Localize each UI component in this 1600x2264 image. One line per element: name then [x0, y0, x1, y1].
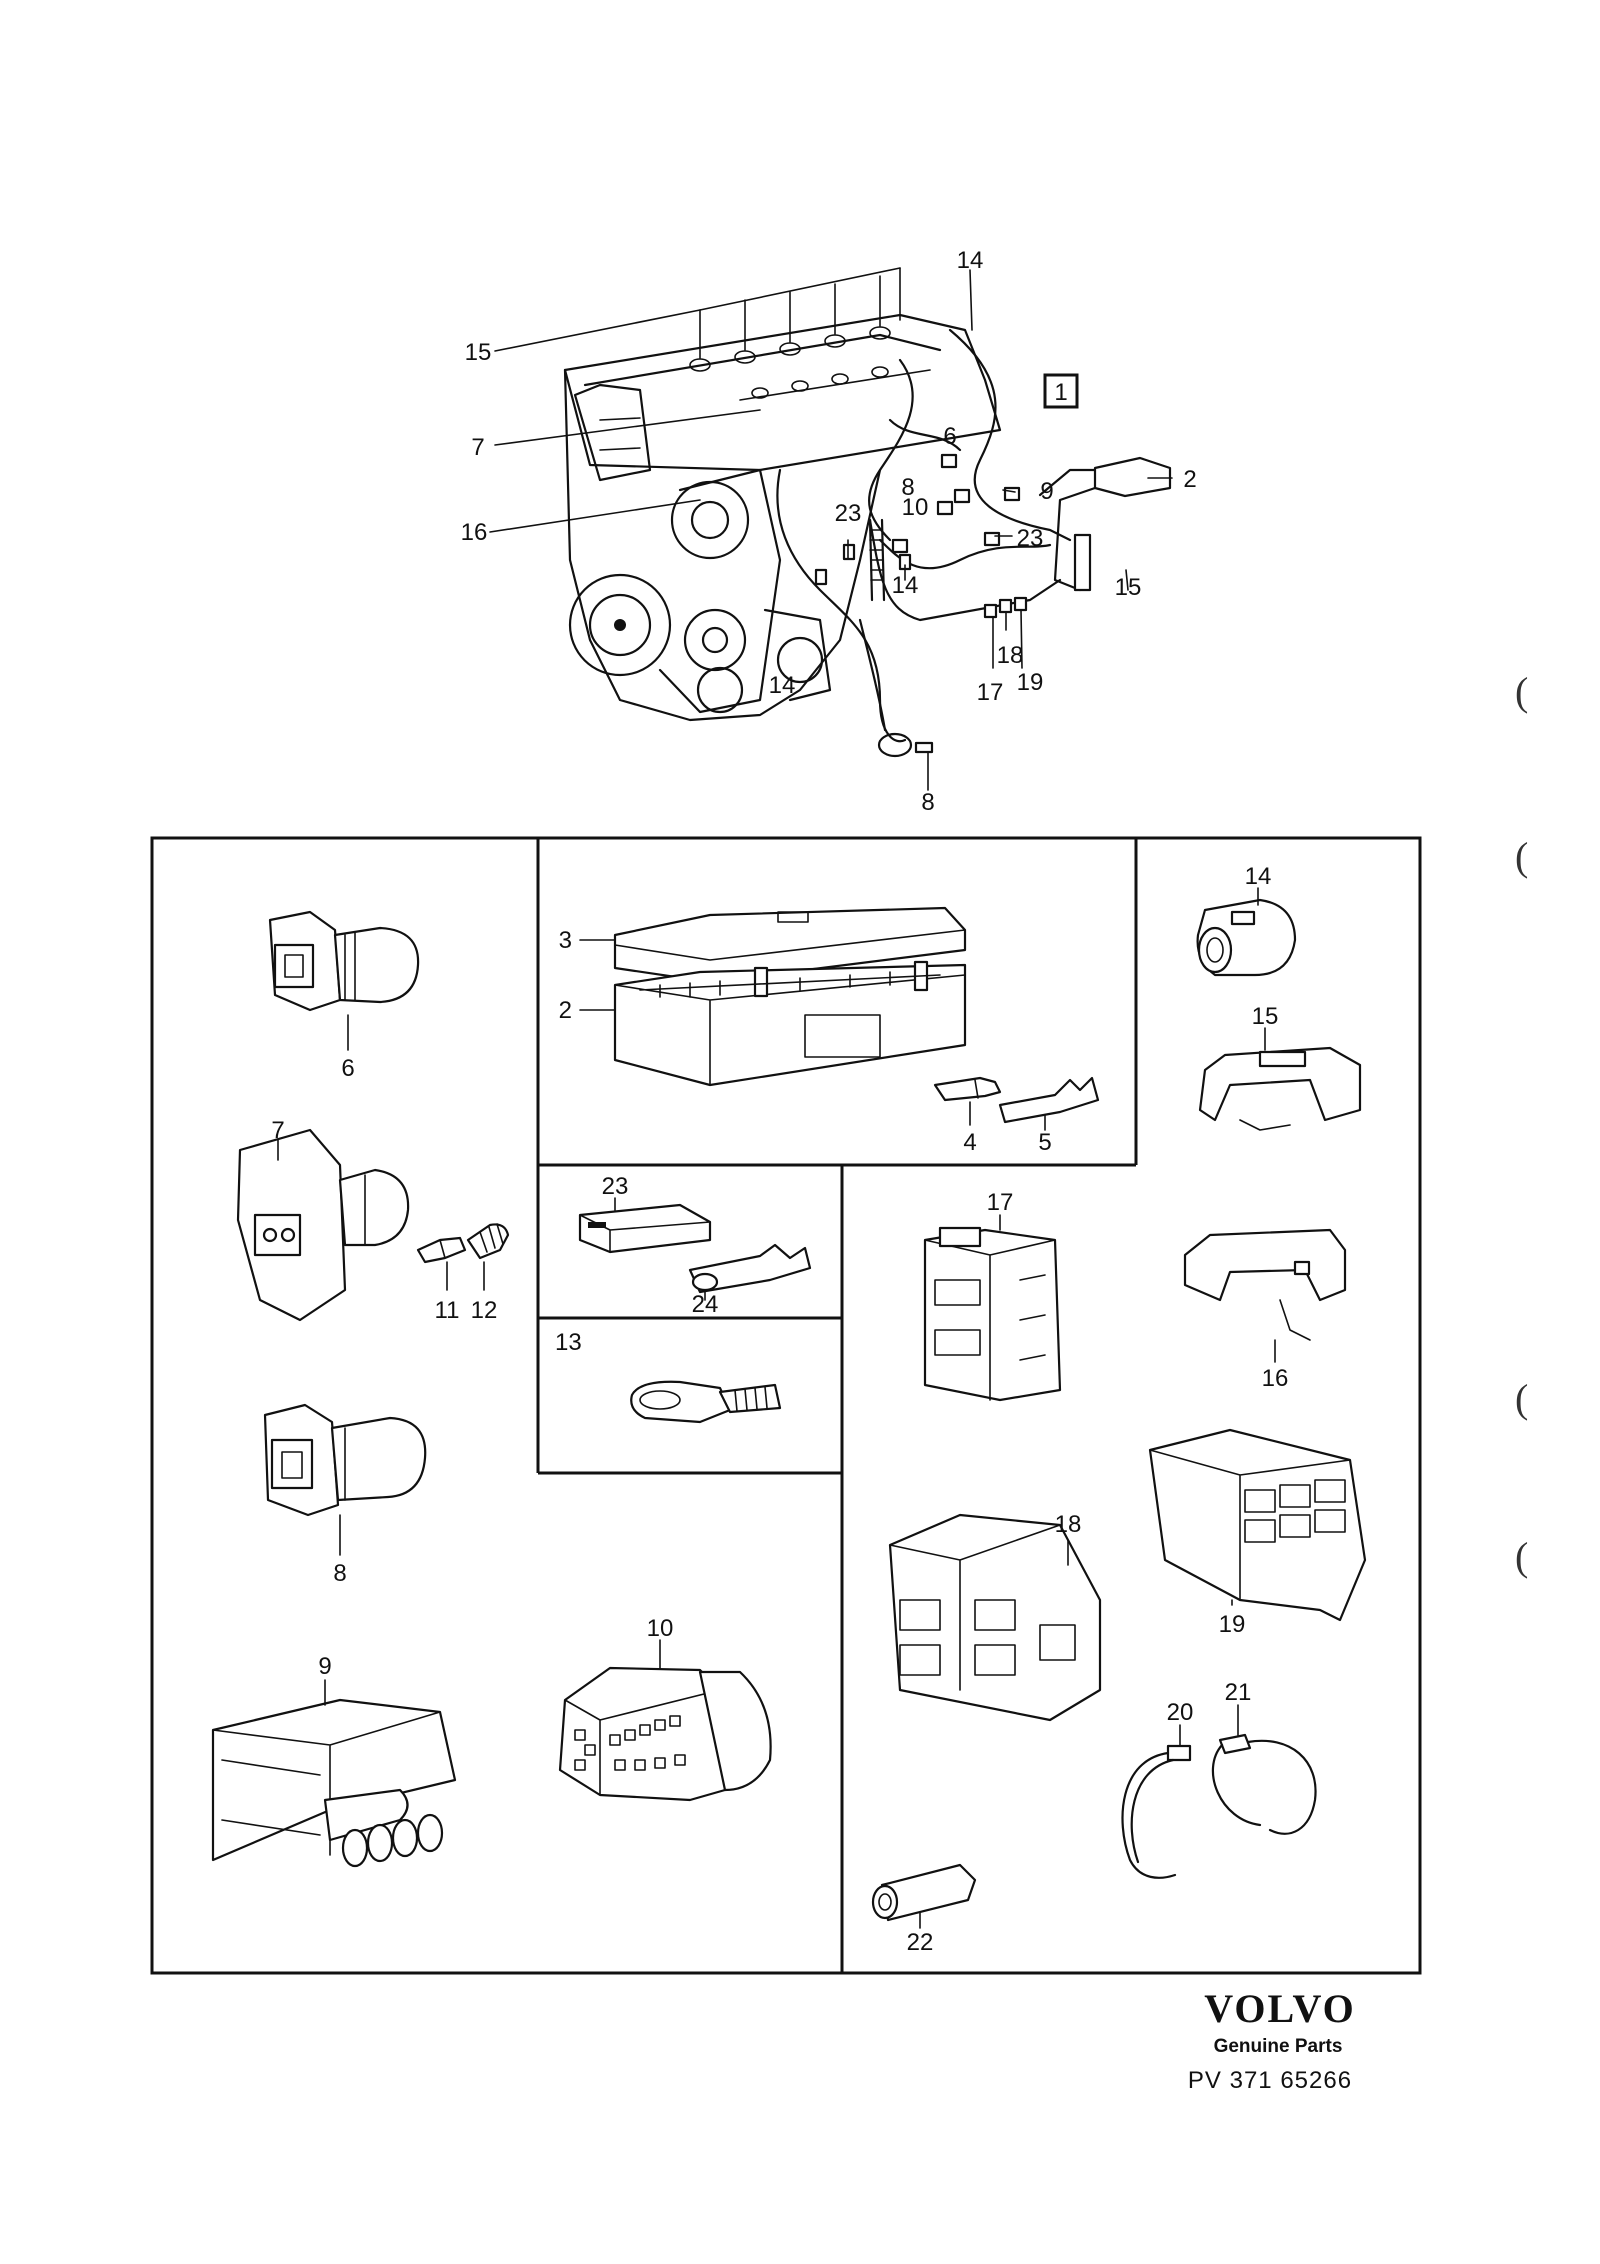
- margin-mark: (: [1515, 1534, 1528, 1579]
- label: 22: [907, 1929, 934, 1956]
- connector-19: [1148, 1428, 1367, 1622]
- fusebox-base-2: [579, 960, 967, 1087]
- label: 11: [435, 1297, 460, 1324]
- sensor-20: [1121, 1724, 1192, 1879]
- mid13-panel-parts: 13: [555, 1329, 782, 1424]
- callout: 14: [892, 572, 919, 599]
- sensor-21: [1211, 1704, 1317, 1835]
- callout: 2: [1183, 466, 1196, 493]
- connector-8: [263, 1403, 427, 1556]
- engine-assembly: 1 14 15 7 16 6 8 9 2 23 10 23 15 14 14 1…: [461, 247, 1197, 816]
- holder-17: [923, 1214, 1062, 1402]
- callout: 17: [977, 679, 1004, 706]
- callout: 8: [921, 789, 934, 816]
- holder-18: [888, 1513, 1102, 1722]
- label: 7: [271, 1117, 284, 1144]
- brand-subtitle: Genuine Parts: [1214, 2036, 1343, 2057]
- label: 23: [602, 1173, 629, 1200]
- label: 19: [1219, 1611, 1246, 1638]
- label: 21: [1225, 1679, 1252, 1706]
- label: 14: [1245, 863, 1272, 890]
- label: 2: [559, 997, 572, 1024]
- center-panel-parts: 3 2 4 5: [559, 906, 1100, 1156]
- label: 20: [1167, 1699, 1194, 1726]
- housing-23: [578, 1197, 712, 1254]
- engine-callouts: 14 15 7 16 6 8 9 2 23 10 23 15 14 14 17 …: [461, 247, 1197, 816]
- callout: 15: [465, 339, 492, 366]
- callout: 10: [902, 494, 929, 521]
- callout: 16: [461, 519, 488, 546]
- brand-logo: VOLVO: [1204, 1986, 1355, 2031]
- plug-13: [630, 1380, 782, 1424]
- cover-16: [1183, 1228, 1347, 1363]
- callout: 6: [943, 423, 956, 450]
- callout: 14: [957, 247, 984, 274]
- fusebox-cover-3: [579, 906, 967, 984]
- margin-mark: (: [1515, 834, 1528, 879]
- section-number: 1: [1054, 379, 1067, 406]
- part-number: PV 371 65266: [1188, 2067, 1352, 2094]
- label: 15: [1252, 1003, 1279, 1030]
- brand-block: VOLVO Genuine Parts PV 371 65266: [1188, 1986, 1355, 2094]
- section-number-box: [1043, 373, 1079, 409]
- label: 12: [471, 1297, 498, 1324]
- label: 13: [555, 1329, 582, 1356]
- label: 16: [1262, 1365, 1289, 1392]
- label: 8: [333, 1560, 346, 1587]
- connector-14: [1196, 887, 1297, 977]
- label: 18: [1055, 1511, 1082, 1538]
- pin-11: [416, 1236, 467, 1291]
- label: 24: [692, 1291, 719, 1318]
- parts-panel-frame: [150, 836, 1422, 1975]
- callout: 9: [1040, 478, 1053, 505]
- callout: 23: [1017, 525, 1044, 552]
- mid-panel-parts: 23 24: [578, 1173, 812, 1318]
- label: 9: [318, 1653, 331, 1680]
- callout: 18: [997, 642, 1024, 669]
- label: 10: [647, 1615, 674, 1642]
- callout: 15: [1115, 574, 1142, 601]
- fuse-22: [871, 1863, 977, 1929]
- connector-7: [236, 1128, 410, 1322]
- connector-9: [211, 1679, 457, 1868]
- margin-mark: (: [1515, 669, 1528, 714]
- left-panel-parts: 6 7 11 12: [211, 910, 510, 1868]
- right-panel-parts: 14 15 17 16: [871, 863, 1367, 1956]
- connector-10: [558, 1639, 772, 1802]
- callout: 7: [471, 434, 484, 461]
- terminal-5: [998, 1076, 1100, 1131]
- margin-marks: ( ( ( (: [1515, 669, 1528, 1579]
- label: 4: [963, 1129, 976, 1156]
- callout: 23: [835, 500, 862, 527]
- margin-mark: (: [1515, 1376, 1528, 1421]
- label: 3: [559, 927, 572, 954]
- callout: 14: [769, 672, 796, 699]
- seal-12: [466, 1223, 510, 1291]
- callout: 19: [1017, 669, 1044, 696]
- cover-15: [1198, 1027, 1362, 1131]
- callout: 8: [901, 474, 914, 501]
- connector-6: [268, 910, 420, 1051]
- engine-leader-lines: [489, 269, 1173, 791]
- label: 6: [341, 1055, 354, 1082]
- label: 17: [987, 1189, 1014, 1216]
- label: 5: [1038, 1129, 1051, 1156]
- terminal-4: [933, 1076, 1002, 1126]
- terminal-24: [688, 1243, 812, 1301]
